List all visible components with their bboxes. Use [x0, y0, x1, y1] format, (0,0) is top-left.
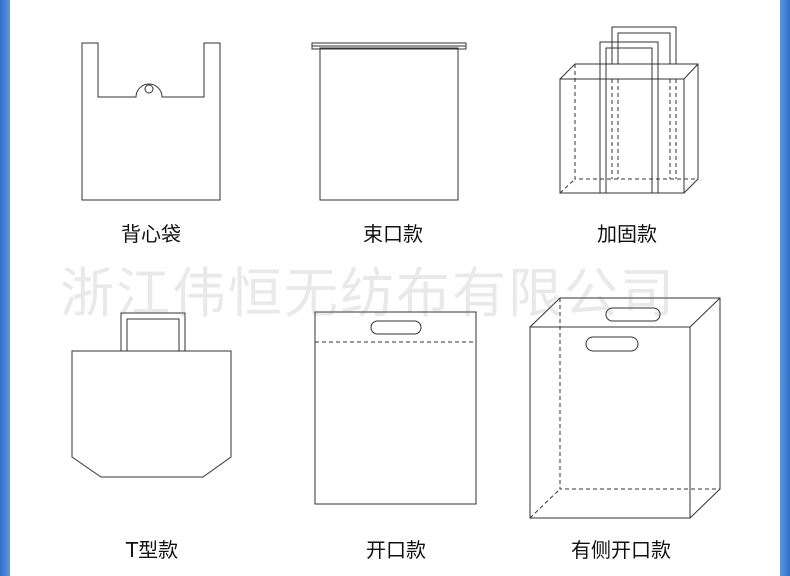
vest-bag-drawing	[81, 42, 221, 201]
t-shape-bag-drawing	[71, 312, 232, 478]
label-open-bag: 开口款	[366, 538, 426, 562]
label-reinforced-bag: 加固款	[597, 222, 657, 246]
side-open-bag-drawing	[529, 297, 721, 519]
left-blue-border	[0, 0, 10, 576]
label-side-open-bag: 有侧开口款	[571, 538, 671, 562]
label-t-shape-bag: T型款	[125, 538, 179, 562]
drawstring-bag-drawing	[311, 42, 467, 201]
reinforced-bag-drawing	[559, 26, 699, 194]
label-drawstring-bag: 束口款	[363, 222, 423, 246]
label-vest-bag: 背心袋	[121, 222, 181, 246]
company-watermark: 浙江伟恒无纺布有限公司	[60, 262, 676, 325]
right-blue-border	[780, 0, 790, 576]
open-bag-drawing	[314, 311, 477, 505]
